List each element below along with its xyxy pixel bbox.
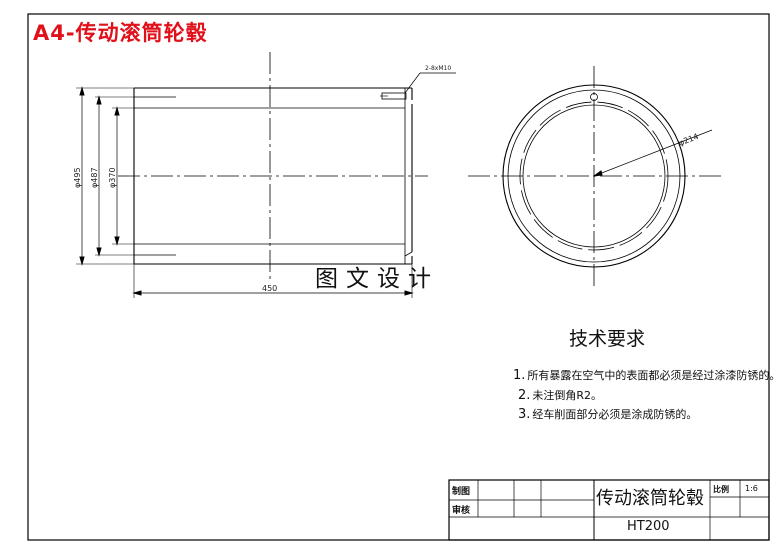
dim-circle-diameter: φ214 (677, 132, 699, 148)
sheet-border (27, 13, 770, 541)
requirement-text-2: 未注倒角R2。 (532, 389, 603, 402)
requirement-item-1: 1.所有暴露在空气中的表面都必须是经过涂漆防锈的。 (513, 367, 777, 383)
tapped-hole-circle (590, 93, 598, 101)
title-block-label-checked: 审核 (452, 506, 471, 516)
requirement-item-3: 3.经车削面部分必须是涂成防锈的。 (518, 406, 697, 422)
dim-inner-diameter: φ370 (108, 167, 117, 188)
title-block-scale-value: 1:6 (745, 484, 758, 493)
dim-hole-callout: 2-8xM10 (425, 65, 451, 72)
sheet-title: A4-传动滚筒轮毂 (33, 21, 208, 45)
title-block-grid (448, 479, 770, 541)
requirement-num-1: 1. (513, 368, 526, 383)
title-block-scale-label: 比例 (713, 485, 729, 494)
requirement-item-2: 2.未注倒角R2。 (518, 387, 602, 403)
requirement-text-1: 所有暴露在空气中的表面都必须是经过涂漆防锈的。 (527, 369, 777, 382)
title-block-label-drawn: 制图 (452, 487, 471, 497)
requirement-num-2: 2. (518, 388, 531, 403)
title-block-part-name: 传动滚筒轮毂 (596, 488, 704, 509)
title-block-material: HT200 (627, 519, 670, 534)
requirement-text-3: 经车削面部分必须是涂成防锈的。 (532, 408, 698, 421)
end-view (468, 66, 722, 290)
requirements-title: 技术要求 (569, 328, 646, 350)
watermark-text: 图文设计 (315, 266, 439, 292)
side-view (76, 52, 456, 298)
dim-length: 450 (262, 284, 277, 293)
requirement-num-3: 3. (518, 407, 531, 422)
dim-outer-diameter: φ495 (73, 167, 82, 188)
dim-mid-diameter: φ487 (90, 167, 99, 188)
